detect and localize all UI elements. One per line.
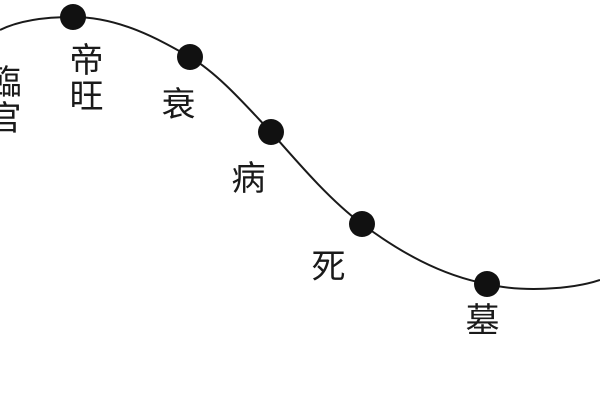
- stage-label-linguan: 臨官: [0, 64, 21, 136]
- stage-dot-shuai: [177, 44, 203, 70]
- stage-label-shuai: 衰: [155, 86, 195, 122]
- stage-dot-bing: [258, 119, 284, 145]
- stage-dot-mu: [474, 271, 500, 297]
- stage-label-si: 死: [305, 248, 345, 284]
- stage-label-bing: 病: [225, 160, 265, 196]
- stage-dot-diwang: [60, 4, 86, 30]
- stage-label-diwang: 帝旺: [63, 42, 103, 114]
- stage-label-mu: 墓: [459, 302, 499, 338]
- stage-dot-si: [349, 211, 375, 237]
